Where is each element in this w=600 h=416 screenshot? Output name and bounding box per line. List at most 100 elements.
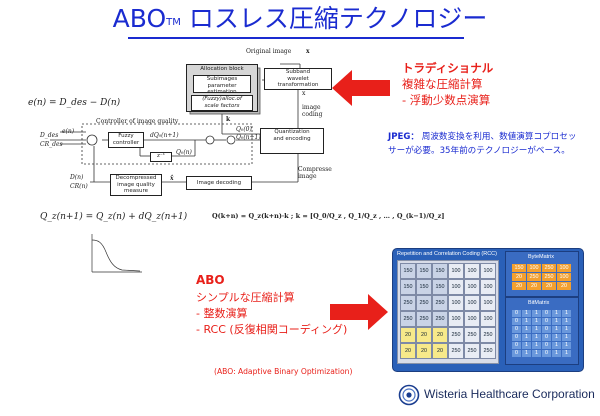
abo-line4: - RCC (反復相関コーディング) [196, 323, 348, 336]
equation-bold: Q(k+n) = Q_z(k+n)·k ; k = [Q_0/Q_z , Q_1… [212, 212, 445, 220]
bitmatrix-cell: 1 [562, 350, 571, 357]
bitmatrix-cell: 1 [562, 326, 571, 333]
rcc-cell: 250 [432, 295, 448, 311]
label-compressed-image: Compresse image [298, 166, 332, 180]
label-k: k [226, 116, 231, 123]
traditional-heading: トラディショナル [402, 61, 494, 75]
membership-curve [91, 234, 142, 273]
rcc-cell: 100 [448, 279, 464, 295]
label-qn1: Q₀(n+1) [236, 134, 261, 141]
bitmatrix-cell: 0 [542, 318, 551, 325]
label-x: x [306, 48, 310, 55]
bitmatrix-cell: 0 [542, 334, 551, 341]
bitmatrix-cell: 1 [552, 310, 561, 317]
abo-line3: - 整数演算 [196, 307, 248, 320]
rcc-cell: 250 [480, 327, 496, 343]
abo-line2: シンプルな圧縮計算 [196, 291, 295, 304]
rcc-cell: 100 [464, 279, 480, 295]
title-tm: TM [166, 17, 181, 28]
company-name: Wisteria Healthcare Corporation [424, 387, 595, 401]
rcc-cell: 20 [400, 343, 416, 359]
bytematrix-cell: 250 [542, 264, 556, 272]
equation-q: Q_z(n+1) = Q_z(n) + dQ_z(n+1) [40, 212, 188, 222]
bytematrix-cell: 20 [512, 273, 526, 281]
rcc-cell: 150 [416, 279, 432, 295]
bitmatrix-cell: 1 [552, 326, 561, 333]
bitmatrix-cell: 1 [532, 334, 541, 341]
red-arrow-left [332, 70, 390, 106]
label-xi: x [302, 90, 306, 97]
label-dq: dQ₀(n+1) [150, 132, 179, 139]
rcc-cell: 20 [432, 343, 448, 359]
rcc-cell: 100 [448, 311, 464, 327]
company-logo [398, 384, 420, 406]
bytematrix-title: ByteMatrix [528, 254, 554, 260]
bitmatrix-cell: 0 [542, 342, 551, 349]
rcc-cell: 250 [416, 311, 432, 327]
bytematrix-cell: 20 [557, 282, 571, 290]
rcc-panel: Repetition and Correlation Coding (RCC) … [392, 248, 584, 372]
label-crn: CR(n) [70, 183, 88, 190]
rcc-cell: 150 [432, 263, 448, 279]
title-rest: ロスレス圧縮テクノロジー [180, 4, 488, 33]
bytematrix-cell: 100 [557, 264, 571, 272]
bitmatrix-cell: 0 [512, 334, 521, 341]
red-arrow-right [330, 294, 388, 330]
label-q0: Q₀(0) [236, 126, 252, 133]
bitmatrix-cell: 0 [542, 326, 551, 333]
subimages-box: Subimages parameter estimation [193, 75, 251, 95]
rcc-cell: 150 [416, 263, 432, 279]
rcc-cell: 100 [480, 311, 496, 327]
bitmatrix-cell: 1 [522, 334, 531, 341]
quantization-box: Quantization and encoding [260, 128, 324, 154]
bytematrix-cell: 250 [542, 273, 556, 281]
rcc-cell: 250 [464, 327, 480, 343]
subband-box: Subband wavelet transformation [264, 68, 332, 90]
bitmatrix-cell: 0 [512, 342, 521, 349]
rcc-cell: 250 [416, 295, 432, 311]
image-decoding-box: Image decoding [186, 176, 252, 190]
jpeg-description: JPEG： 周波数変換を利用、数値演算コプロセッ [388, 130, 576, 144]
abo-note: (ABO: Adaptive Binary Optimization) [214, 367, 353, 376]
rcc-cell: 100 [448, 295, 464, 311]
bitmatrix-cell: 1 [562, 334, 571, 341]
rcc-cell: 20 [400, 327, 416, 343]
rcc-cell: 150 [400, 263, 416, 279]
bytematrix-cell: 100 [557, 273, 571, 281]
bitmatrix-cell: 0 [512, 350, 521, 357]
bitmatrix-cell: 1 [562, 342, 571, 349]
membership-plot [88, 232, 144, 276]
bitmatrix-cell: 1 [532, 326, 541, 333]
bytematrix-cell: 20 [512, 282, 526, 290]
bitmatrix-cell: 1 [522, 342, 531, 349]
rcc-cell: 250 [400, 311, 416, 327]
bytematrix-cell: 100 [527, 264, 541, 272]
abo-heading: ABO [196, 273, 225, 287]
title-underline [128, 37, 464, 39]
rcc-cell: 100 [480, 263, 496, 279]
rcc-cell: 20 [432, 327, 448, 343]
rcc-cell: 100 [464, 263, 480, 279]
rcc-cell: 250 [480, 343, 496, 359]
rcc-cell: 20 [416, 327, 432, 343]
bitmatrix-cell: 1 [552, 318, 561, 325]
jpeg-text1: 周波数変換を利用、数値演算コプロセッ [419, 132, 577, 142]
label-dn: D(n) [70, 174, 84, 181]
label-qn: Q₀(n) [176, 149, 192, 156]
bitmatrix-cell: 0 [512, 318, 521, 325]
label-xhat: x̂ [170, 175, 174, 182]
bitmatrix-cell: 0 [512, 310, 521, 317]
rcc-cell: 20 [416, 343, 432, 359]
bitmatrix-cell: 1 [522, 318, 531, 325]
jpeg-text2: サーが必要。35年前のテクノロジーがベース。 [388, 146, 570, 156]
bitmatrix-cell: 1 [552, 350, 561, 357]
rcc-cell: 100 [480, 279, 496, 295]
bitmatrix-cell: 1 [552, 334, 561, 341]
bitmatrix-cell: 0 [542, 350, 551, 357]
rcc-cell: 250 [432, 311, 448, 327]
label-en: e(n) [62, 128, 75, 135]
